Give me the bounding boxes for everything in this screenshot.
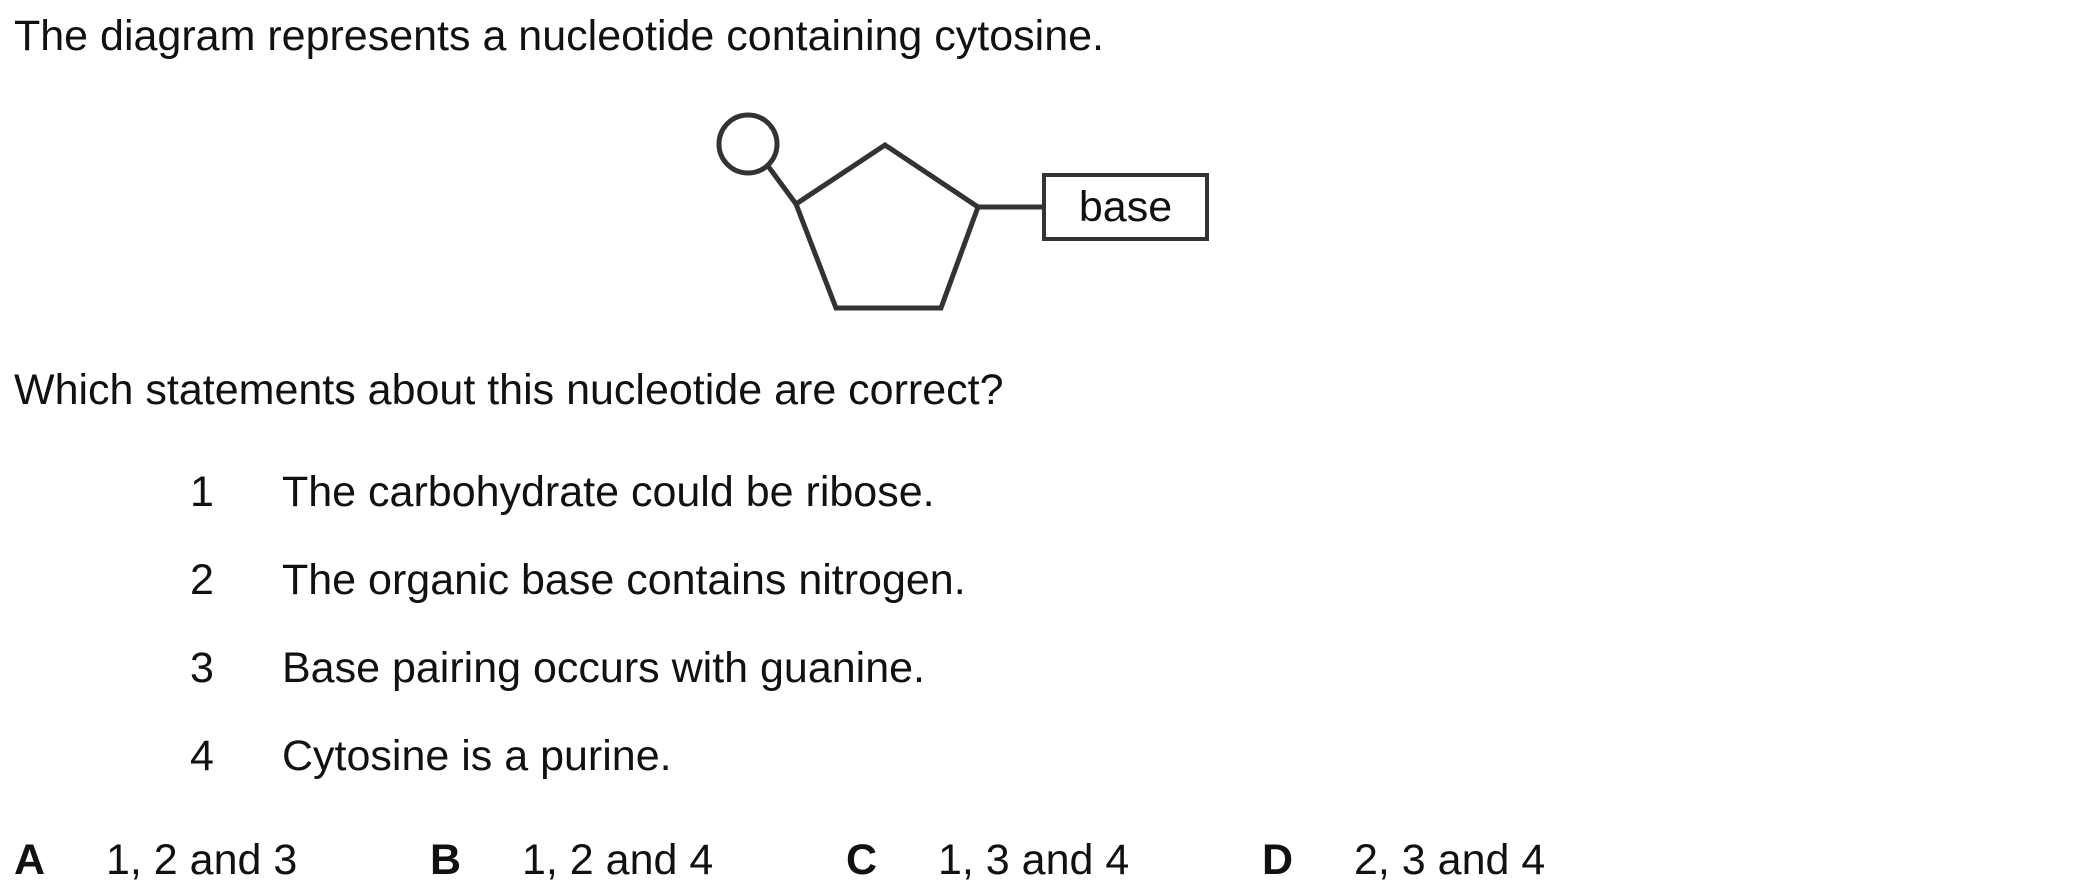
base-box: [1042, 173, 1209, 241]
statement-item: 3 Base pairing occurs with guanine.: [190, 640, 966, 728]
answer-option-d[interactable]: D 2, 3 and 4: [1262, 832, 1545, 888]
answer-option-b[interactable]: B 1, 2 and 4: [430, 832, 713, 888]
answer-option-a[interactable]: A 1, 2 and 3: [14, 832, 297, 888]
statement-text: The carbohydrate could be ribose.: [282, 468, 935, 516]
statement-item: 1 The carbohydrate could be ribose.: [190, 464, 966, 552]
option-letter: C: [846, 836, 878, 884]
statement-text: The organic base contains nitrogen.: [282, 556, 966, 604]
pentose-sugar-ring: [792, 141, 982, 311]
option-text: 1, 2 and 3: [106, 836, 298, 884]
option-text: 1, 3 and 4: [938, 836, 1130, 884]
phosphate-bond: [765, 164, 799, 206]
nucleotide-diagram: base: [700, 100, 1220, 330]
statement-number: 3: [190, 644, 214, 692]
statement-item: 4 Cytosine is a purine.: [190, 728, 966, 816]
question-text: Which statements about this nucleotide a…: [14, 366, 1004, 414]
option-letter: B: [430, 836, 462, 884]
statement-number: 1: [190, 468, 214, 516]
statement-number: 2: [190, 556, 214, 604]
intro-text: The diagram represents a nucleotide cont…: [14, 12, 1104, 60]
option-text: 2, 3 and 4: [1354, 836, 1546, 884]
phosphate-circle: [716, 112, 780, 176]
statement-number: 4: [190, 732, 214, 780]
option-letter: A: [14, 836, 46, 884]
base-label: base: [1079, 183, 1172, 231]
option-text: 1, 2 and 4: [522, 836, 714, 884]
statement-item: 2 The organic base contains nitrogen.: [190, 552, 966, 640]
statement-text: Base pairing occurs with guanine.: [282, 644, 925, 692]
statement-list: 1 The carbohydrate could be ribose. 2 The …: [190, 464, 966, 816]
answer-option-c[interactable]: C 1, 3 and 4: [846, 832, 1129, 888]
statement-text: Cytosine is a purine.: [282, 732, 672, 780]
option-letter: D: [1262, 836, 1294, 884]
